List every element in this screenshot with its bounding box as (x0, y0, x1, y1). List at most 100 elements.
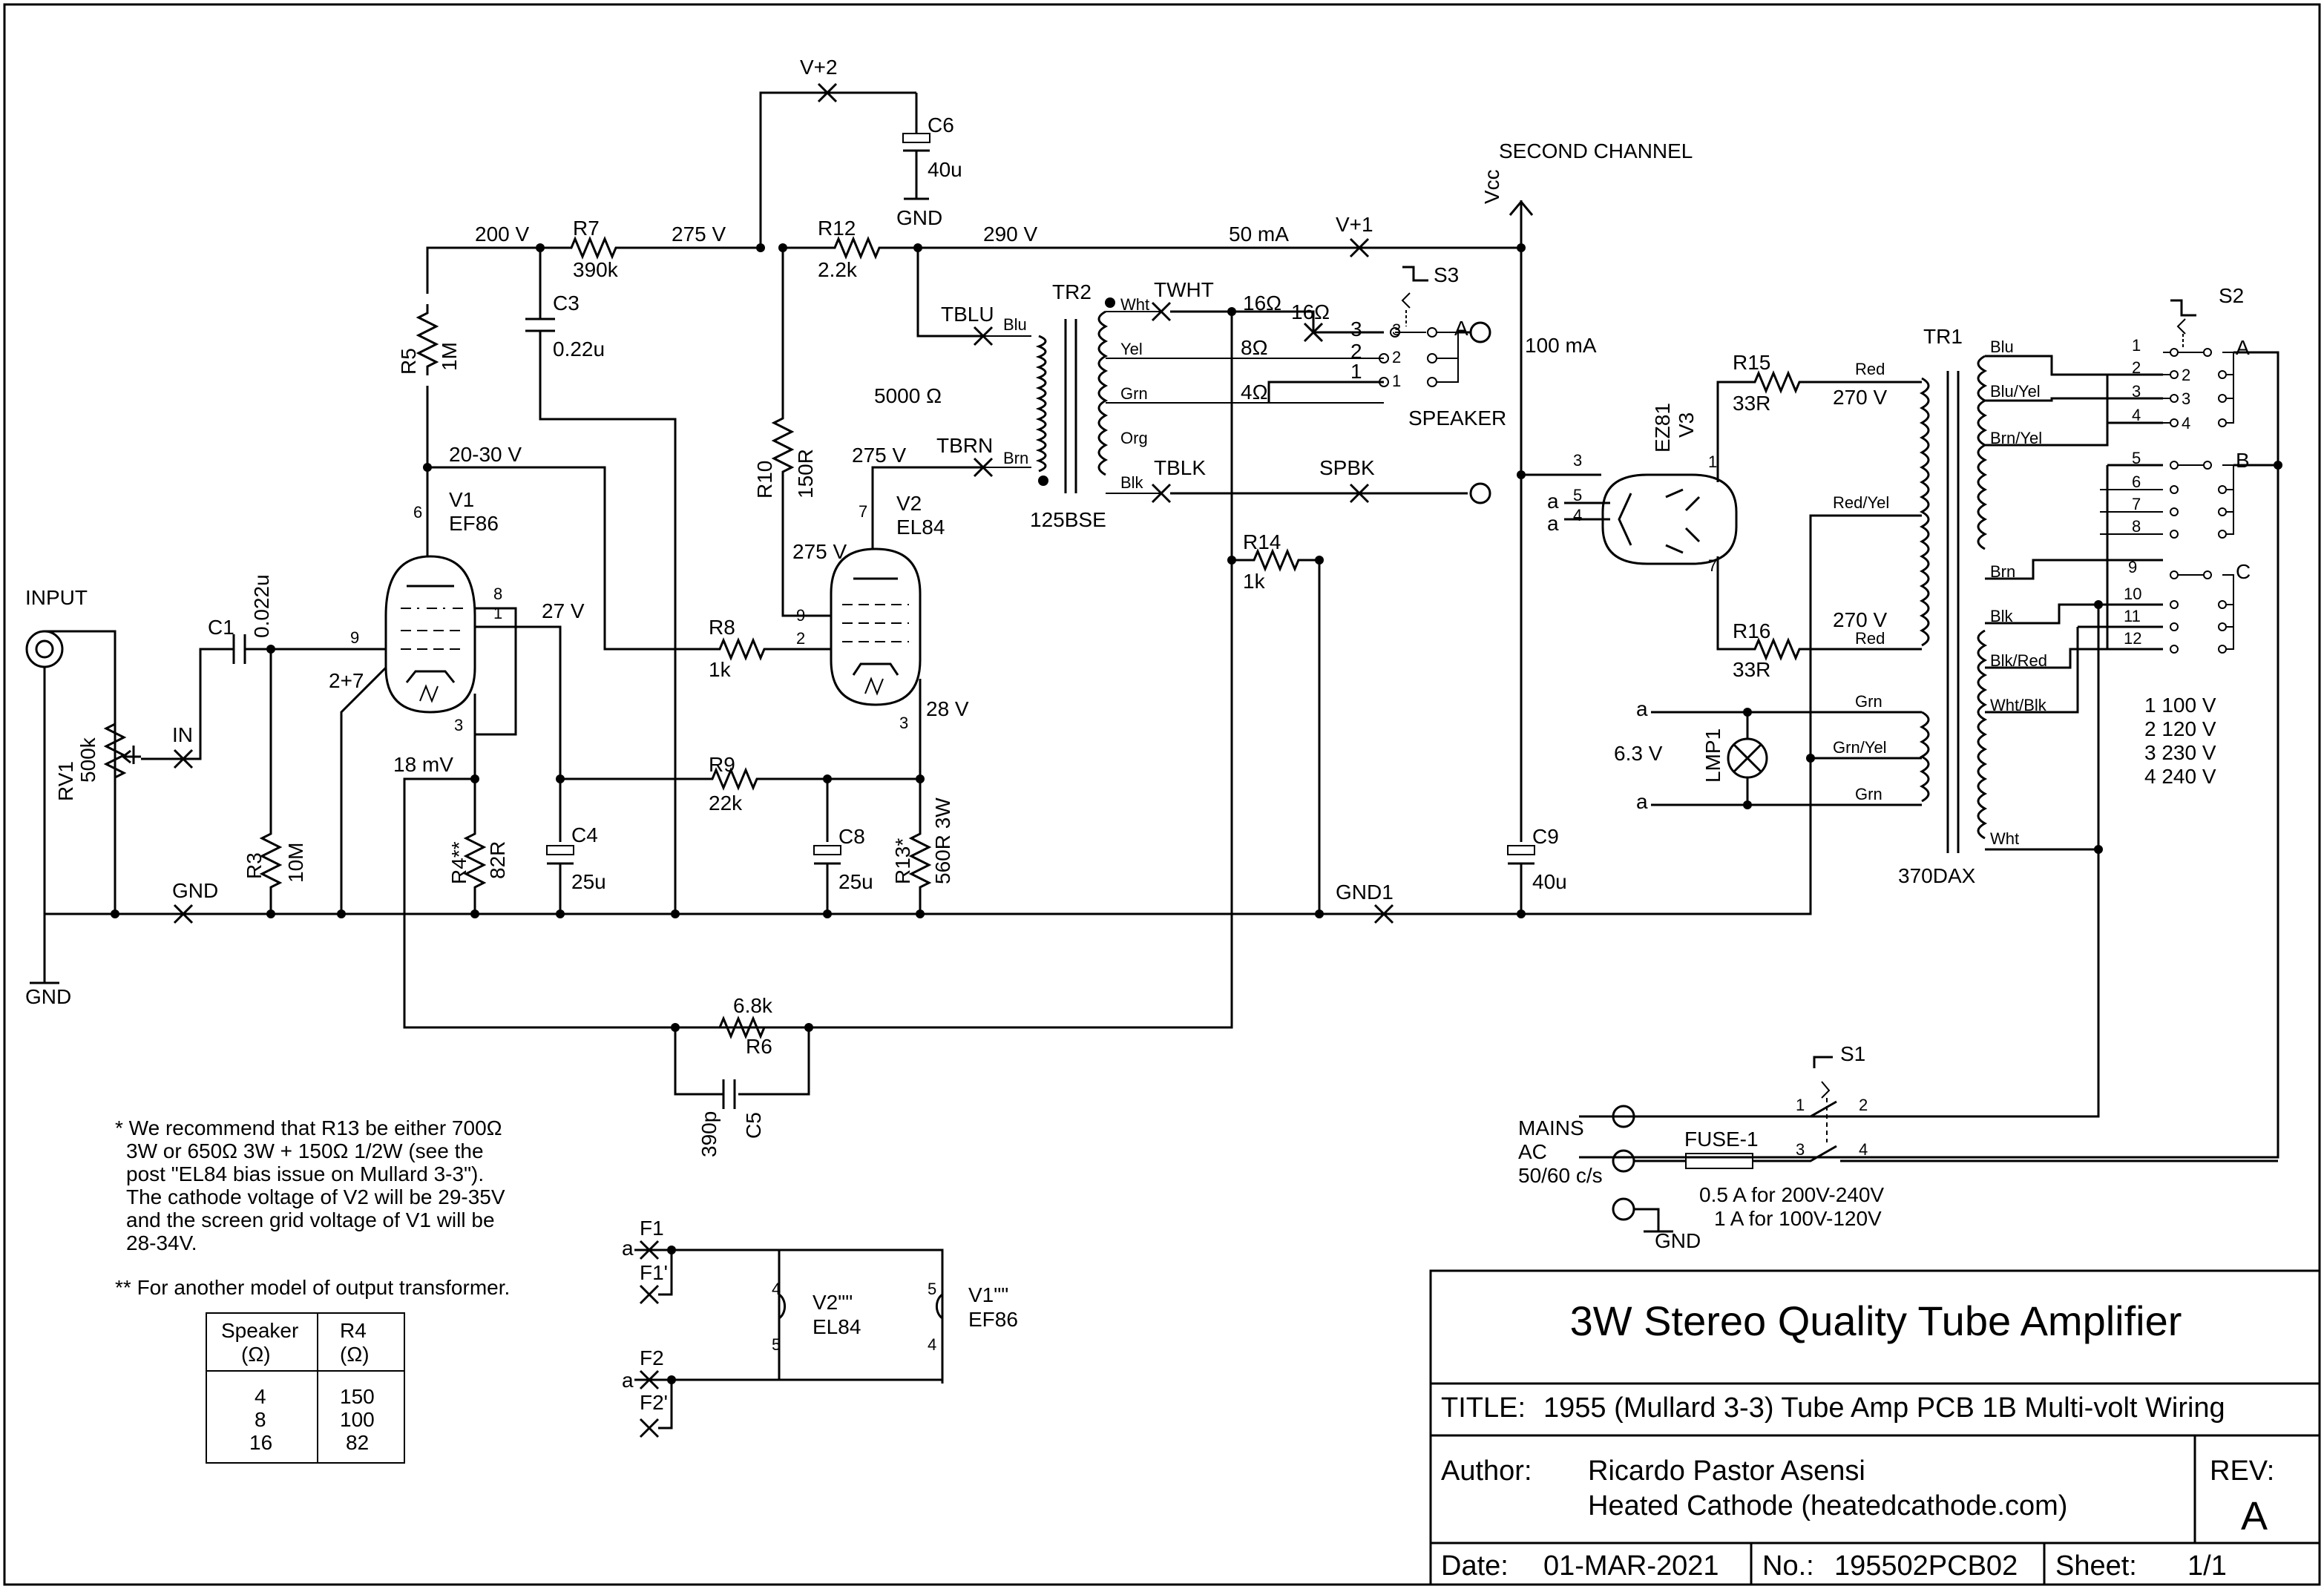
svg-text:8: 8 (255, 1408, 266, 1431)
c8-capacitor[interactable] (813, 845, 841, 914)
v3-rectifier[interactable] (1601, 473, 1738, 565)
r5-resistor[interactable] (417, 303, 438, 377)
c5-capacitor[interactable] (722, 1079, 736, 1109)
r4-table: Speaker (Ω) R4 (Ω) 4 150 8 100 16 82 (206, 1312, 405, 1464)
r14-ref: R14 (1243, 530, 1281, 553)
c1-capacitor[interactable] (232, 634, 246, 664)
s3-pin1: 1 (1392, 372, 1401, 390)
r4-ref: R4** (447, 841, 470, 884)
v1-plate-voltage: 20-30 V (449, 443, 522, 466)
v2h-pin5: 5 (772, 1335, 781, 1354)
r15-ref: R15 (1733, 351, 1770, 374)
c5-value: 390p (697, 1111, 720, 1157)
svg-text:The cathode voltage of V2 will: The cathode voltage of V2 will be 29-35V (126, 1185, 505, 1208)
svg-text:(Ω): (Ω) (241, 1343, 271, 1366)
s3-in1: 1 (1350, 360, 1362, 383)
r8-resistor[interactable] (711, 639, 773, 659)
v2-plate-voltage: 275 V (852, 444, 906, 467)
v1h-pin4: 4 (928, 1335, 936, 1354)
c6-capacitor[interactable] (902, 133, 930, 200)
s3-ref: S3 (1434, 263, 1459, 286)
v2-heater-ref: V2"" (813, 1291, 853, 1314)
s2-c12: 12 (2124, 629, 2141, 648)
v3-heater-a1: a (1547, 490, 1559, 513)
fuse-1[interactable] (1685, 1153, 1796, 1169)
v1h-pin5: 5 (928, 1280, 936, 1298)
v3-pin4: 4 (1573, 506, 1582, 524)
author-label: Author: (1441, 1455, 1532, 1487)
hv-voltage-1: 270 V (1833, 386, 1887, 409)
tr1-bluyel: Blu/Yel (1990, 382, 2041, 401)
title-label: TITLE: (1441, 1392, 1526, 1424)
s3-speaker-switch[interactable] (1379, 266, 1491, 504)
v2-ref: V2 (896, 492, 922, 515)
s2-b5: 5 (2132, 449, 2141, 467)
c4-ref: C4 (571, 823, 598, 846)
s3-pin3: 3 (1392, 320, 1401, 339)
c6-ref: C6 (928, 114, 954, 136)
r14-resistor[interactable] (1245, 550, 1307, 570)
impedance-label: 5000 Ω (874, 384, 942, 407)
r15-resistor[interactable] (1746, 372, 1808, 392)
r10-ref: R10 (753, 461, 776, 499)
c6-value: 40u (928, 158, 962, 181)
v2h-pin4: 4 (772, 1280, 781, 1298)
r12-resistor[interactable] (826, 237, 888, 258)
c4-capacitor[interactable] (546, 845, 574, 914)
s2-a2: 2 (2132, 358, 2141, 377)
tap-8: 8Ω (1241, 336, 1268, 359)
v1-pin8: 8 (493, 585, 502, 603)
s1-power-switch[interactable] (1796, 1056, 1855, 1162)
v3-pin7: 7 (1708, 556, 1717, 575)
tr2-yel: Yel (1120, 340, 1143, 358)
tr2-output-transformer[interactable] (983, 297, 1115, 493)
v3-heater-a2: a (1547, 512, 1559, 535)
r16-resistor[interactable] (1746, 639, 1808, 659)
s2-a3: 3 (2132, 382, 2141, 401)
c5-ref: C5 (742, 1112, 765, 1139)
v2-tube[interactable] (830, 547, 922, 706)
lmp1-ref: LMP1 (1701, 728, 1724, 783)
r9-ref: R9 (709, 753, 735, 776)
heater-a1: a (622, 1237, 634, 1260)
tap-16b: 16Ω (1291, 300, 1330, 323)
mains-gnd: GND (1655, 1229, 1701, 1252)
v1-pin3: 3 (454, 716, 463, 734)
r3-ref: R3 (243, 852, 266, 879)
f1-label: F1 (640, 1217, 664, 1240)
c9-capacitor[interactable] (1507, 845, 1535, 914)
r9-value: 22k (709, 792, 743, 815)
v1-tube[interactable] (384, 555, 476, 714)
v2-cathode-voltage: 28 V (926, 697, 969, 720)
c3-capacitor[interactable] (525, 248, 677, 914)
v3-pin3: 3 (1573, 451, 1582, 470)
s3-pin2: 2 (1392, 348, 1401, 366)
r7-ref: R7 (573, 217, 600, 240)
s3-in3: 3 (1350, 318, 1362, 340)
input-jack[interactable] (25, 630, 116, 914)
r7-resistor[interactable] (562, 237, 625, 258)
r10-resistor[interactable] (772, 408, 793, 482)
tr1-ref: TR1 (1923, 325, 1963, 348)
tr2-wht: Wht (1120, 295, 1149, 314)
tr1-red1: Red (1855, 360, 1885, 378)
hv-voltage-2: 270 V (1833, 608, 1887, 631)
lmp1-lamp[interactable] (1727, 712, 1768, 805)
v1-type: EF86 (449, 512, 499, 535)
s2-voltage-selector[interactable] (2163, 299, 2234, 654)
r10-value: 150R (794, 449, 817, 499)
tr2-blk: Blk (1120, 473, 1144, 492)
s2-ref: S2 (2219, 284, 2244, 307)
lamp-voltage: 6.3 V (1614, 742, 1663, 765)
mains-inputs[interactable] (1612, 1105, 1796, 1233)
tr1-power-transformer[interactable] (1919, 355, 1988, 853)
v-plus1-label: V+1 (1336, 213, 1373, 236)
v2-type: EL84 (896, 516, 945, 539)
author-name: Ricardo Pastor Asensi (1588, 1455, 1865, 1487)
s3-in2: 2 (1350, 340, 1362, 363)
svg-text:** For another model of output: ** For another model of output transform… (115, 1276, 510, 1299)
sheet-border (3, 3, 2321, 1586)
v1-heater-type: EF86 (968, 1308, 1018, 1331)
rv1-potentiometer[interactable] (105, 714, 141, 914)
